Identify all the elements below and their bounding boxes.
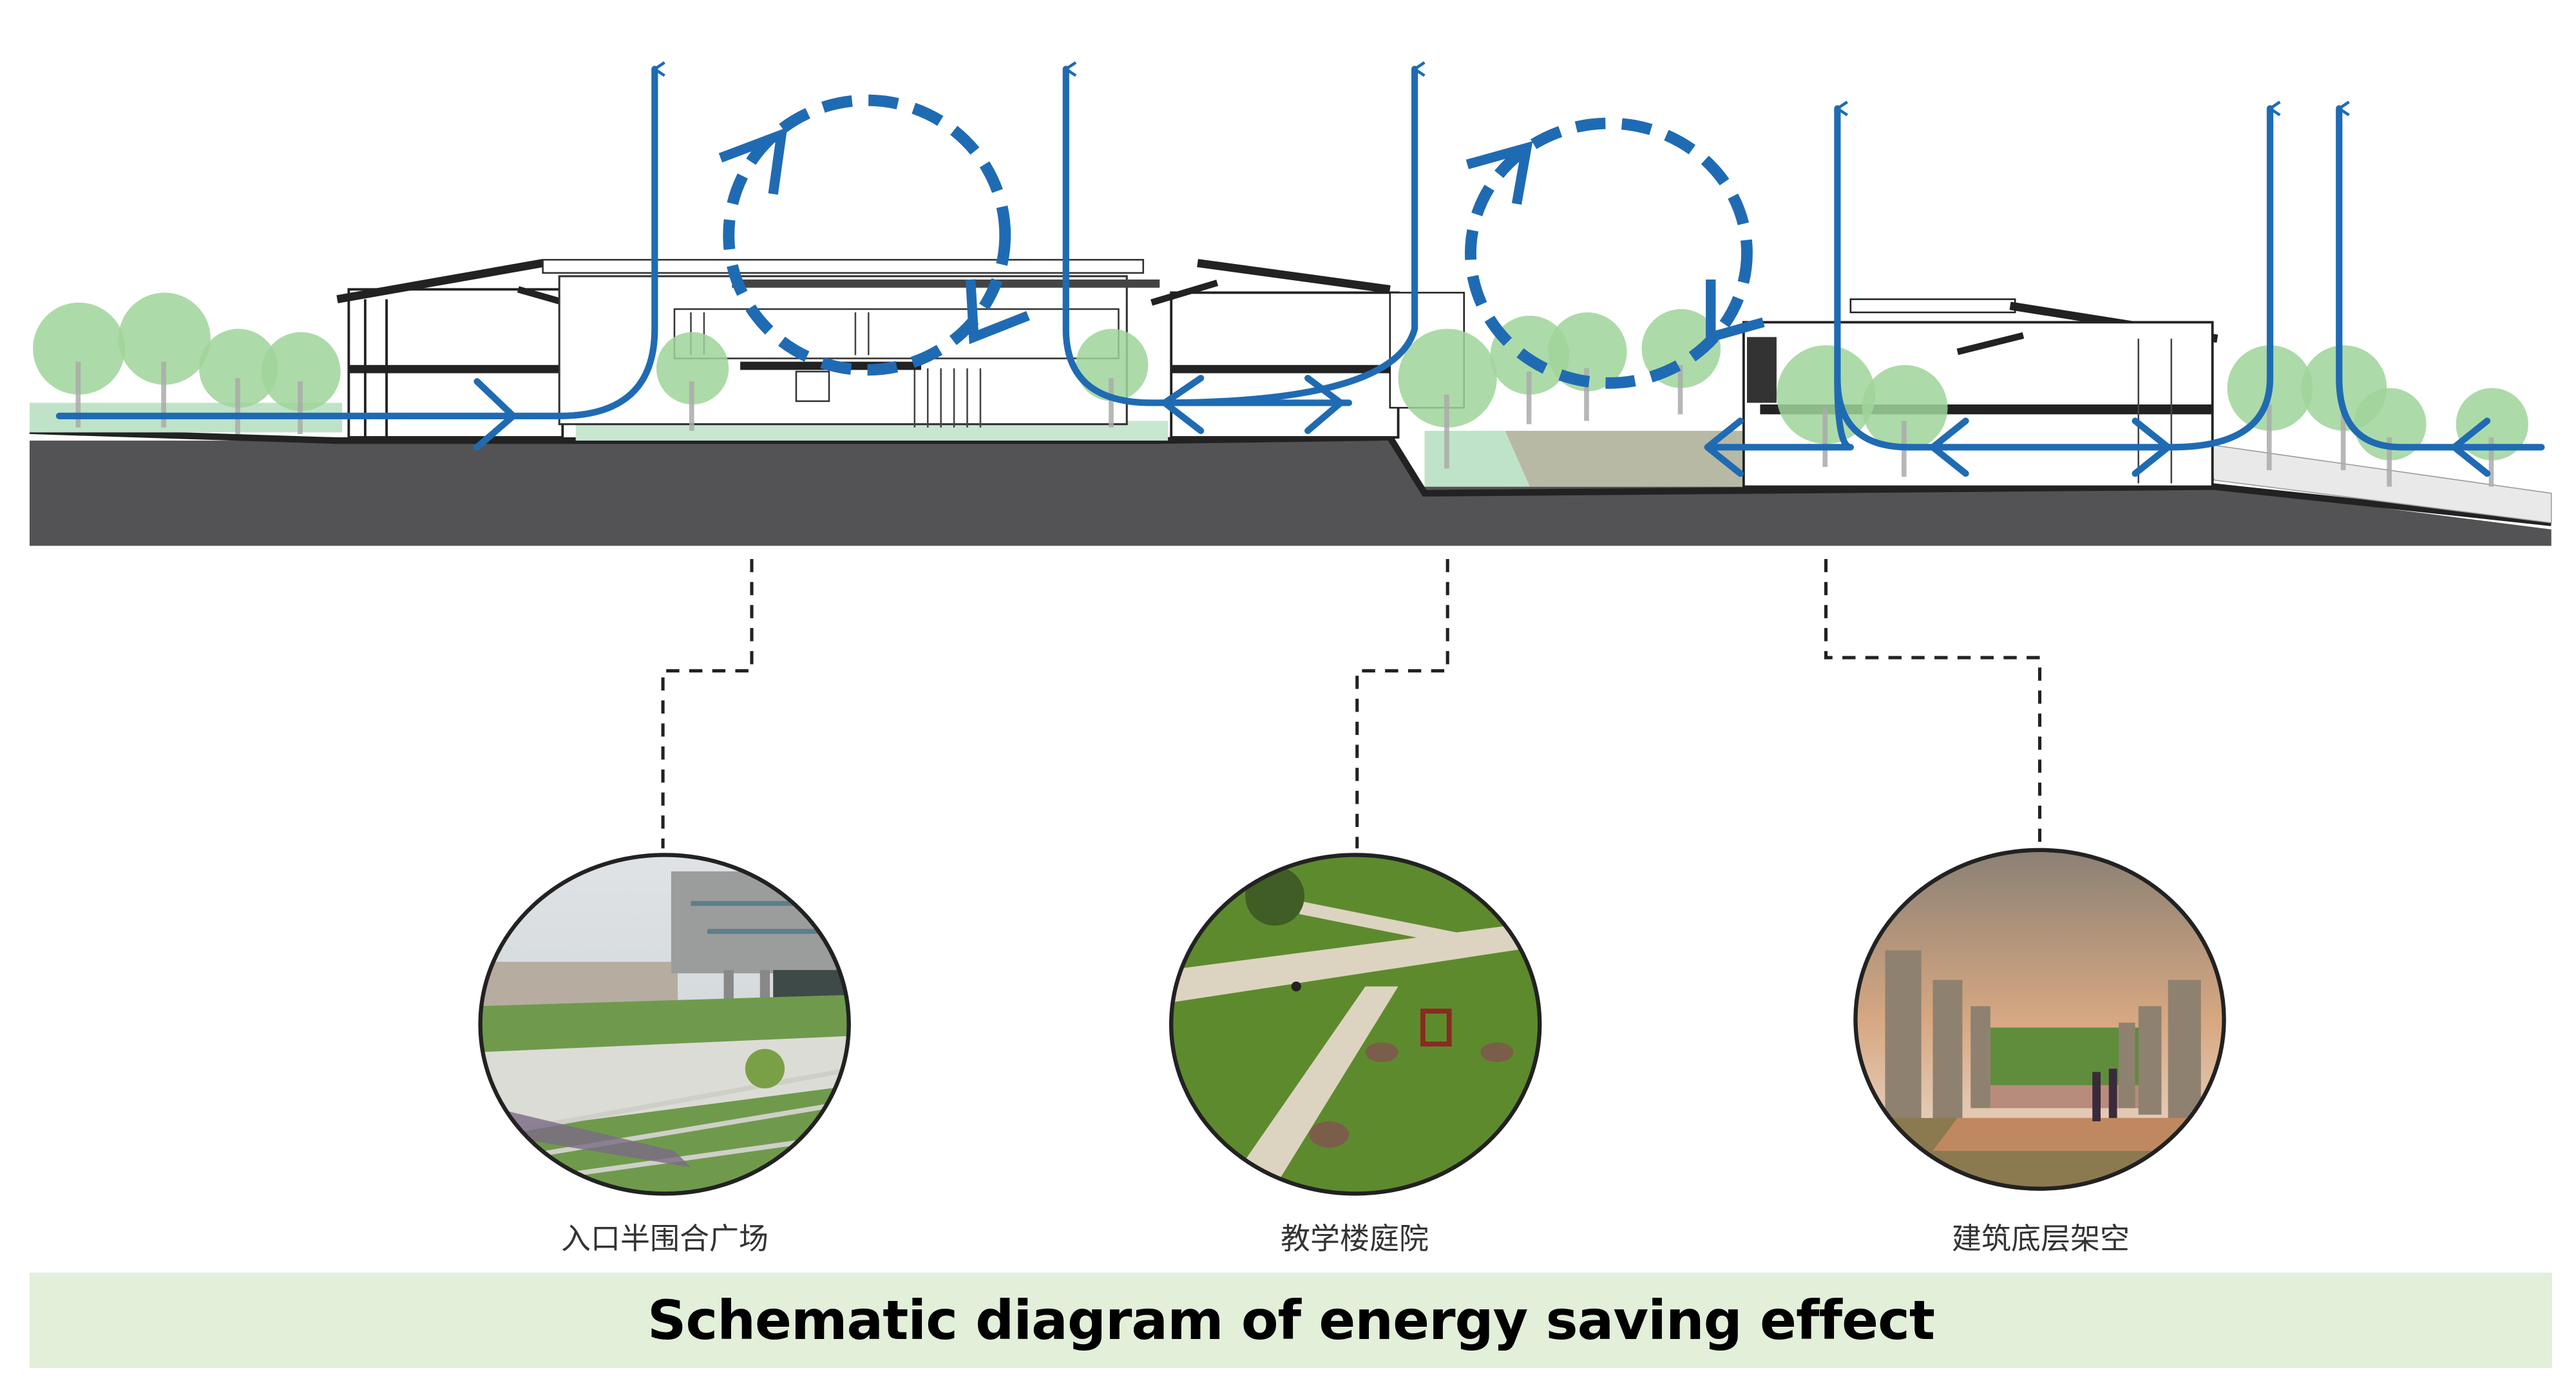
flow-chevron-icon xyxy=(1161,375,1205,434)
flow-chevron-icon xyxy=(2132,417,2171,477)
airflow-path-3b xyxy=(1834,108,2270,451)
vortex-arrowheads xyxy=(718,127,1765,345)
tree xyxy=(118,292,211,428)
vortex-loop-left xyxy=(723,94,1011,376)
vortex-arrowhead-icon xyxy=(1706,279,1765,344)
ground-mass xyxy=(29,441,2552,546)
flow-chevron-icon xyxy=(2450,417,2491,477)
flow-chevron-icon xyxy=(1929,417,1969,477)
tree xyxy=(262,332,341,434)
photo-entrance-plaza xyxy=(478,853,851,1196)
airflow xyxy=(55,69,2545,477)
vortex-loop-right xyxy=(1465,117,1753,389)
vortex-arrowhead-icon xyxy=(718,127,788,195)
tree xyxy=(2456,388,2528,487)
tree xyxy=(1398,328,1497,469)
airflow-path-4 xyxy=(2336,108,2545,451)
caption-bar: Schematic diagram of energy saving effec… xyxy=(30,1273,2552,1368)
photo-frame xyxy=(1169,853,1542,1196)
photo-label-stilt-colonnade: 建筑底层架空 xyxy=(1952,1221,2130,1256)
tree xyxy=(33,302,126,428)
leader-line-3 xyxy=(1824,558,2042,849)
photo-frame xyxy=(478,853,851,1196)
leader-line-1 xyxy=(661,558,754,849)
flow-chevron-icon xyxy=(1704,417,1744,477)
vortex-arrowhead-icon xyxy=(1465,141,1533,205)
tree xyxy=(656,332,729,431)
airflow-path-left xyxy=(55,69,654,419)
leader-lines xyxy=(661,558,2042,849)
diagram-title: Schematic diagram of energy saving effec… xyxy=(647,1289,1935,1352)
photo-label-entrance-plaza: 入口半围合广场 xyxy=(561,1221,768,1256)
leader-line-2 xyxy=(1355,558,1449,849)
flow-chevron-icon xyxy=(1304,375,1344,434)
flow-chevron-icon xyxy=(473,378,517,451)
lawn xyxy=(1424,430,1530,487)
photo-frame xyxy=(1853,848,2226,1191)
photo-courtyard xyxy=(1169,853,1542,1196)
tree xyxy=(198,328,278,434)
photo-stilt-colonnade xyxy=(1853,848,2226,1191)
circulation-loops xyxy=(723,94,1753,389)
tree xyxy=(1076,328,1149,428)
airflow-path-2b xyxy=(1156,69,1415,406)
tree xyxy=(1547,312,1627,421)
airflow-path-2 xyxy=(1062,69,1353,406)
vortex-arrowhead-icon xyxy=(965,279,1030,345)
photo-label-courtyard: 教学楼庭院 xyxy=(1281,1221,1429,1256)
